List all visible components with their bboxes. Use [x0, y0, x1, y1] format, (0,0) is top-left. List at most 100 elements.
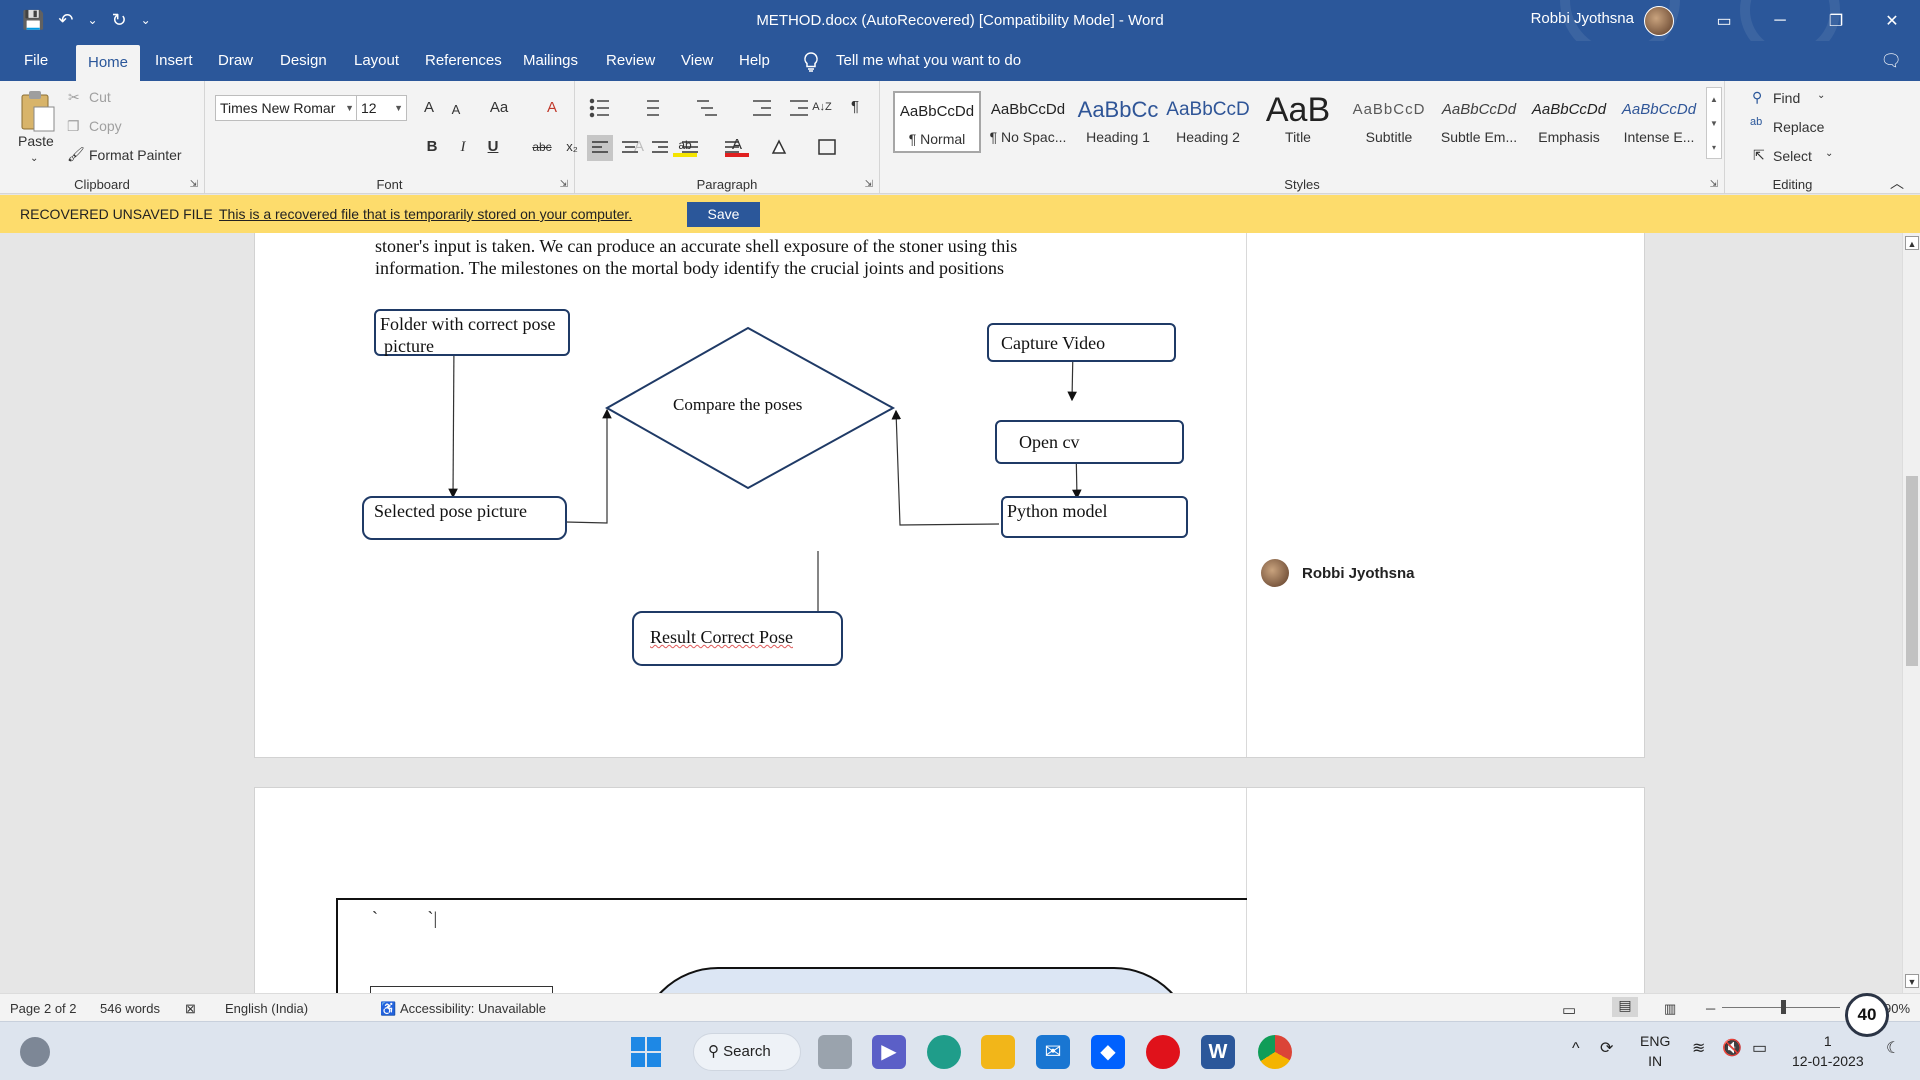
strikethrough-button[interactable]: abc: [532, 140, 552, 154]
print-layout-icon[interactable]: ▤: [1612, 997, 1638, 1017]
customize-qat-icon[interactable]: ⌄: [140, 13, 151, 27]
format-painter-icon[interactable]: 🖌: [67, 146, 85, 162]
tab-draw[interactable]: Draw: [218, 52, 254, 69]
tab-layout[interactable]: Layout: [354, 52, 400, 69]
save-icon[interactable]: 💾: [22, 10, 45, 30]
sort-button[interactable]: A↓Z: [812, 101, 832, 113]
account-avatar[interactable]: [1644, 6, 1674, 36]
recovery-message-link[interactable]: This is a recovered file that is tempora…: [219, 206, 633, 222]
rounded-shape[interactable]: [638, 967, 1194, 993]
windows-start-icon[interactable]: [631, 1037, 661, 1067]
weather-icon[interactable]: [20, 1037, 50, 1067]
close-button[interactable]: ✕: [1885, 12, 1899, 30]
clipboard-launcher-icon[interactable]: ⇲: [189, 179, 198, 190]
paragraph-line[interactable]: information. The milestones on the morta…: [375, 258, 1005, 278]
proofing-icon[interactable]: ⊠: [185, 1001, 196, 1016]
page-1[interactable]: stoner's input is taken. We can produce …: [254, 233, 1645, 758]
collapse-ribbon-icon[interactable]: ︿: [1890, 175, 1904, 191]
paste-button[interactable]: Paste: [18, 133, 54, 149]
italic-button[interactable]: I: [460, 139, 466, 155]
zoom-level[interactable]: 90%: [1884, 1001, 1911, 1016]
tab-view[interactable]: View: [681, 52, 714, 69]
taskbar-search[interactable]: ⚲ Search: [693, 1033, 801, 1071]
list-and-indent-icons[interactable]: [587, 97, 847, 121]
page-2[interactable]: ` `|: [254, 787, 1645, 993]
chrome-icon[interactable]: [1258, 1035, 1292, 1069]
tab-insert[interactable]: Insert: [155, 52, 193, 69]
flowchart-box-python-model[interactable]: Python model: [1001, 496, 1188, 538]
file-explorer-icon[interactable]: [981, 1035, 1015, 1069]
paragraph-launcher-icon[interactable]: ⇲: [864, 179, 873, 190]
tell-me-search[interactable]: Tell me what you want to do: [836, 52, 1022, 69]
styles-gallery-scroll[interactable]: ▲▼▾: [1706, 87, 1722, 159]
decision-text[interactable]: Compare the poses: [673, 395, 803, 414]
notification-badge[interactable]: 40: [1845, 993, 1889, 1037]
tab-review[interactable]: Review: [606, 52, 656, 69]
wifi-icon[interactable]: ≋: [1692, 1040, 1706, 1057]
scroll-up-icon[interactable]: ▲: [1905, 236, 1919, 250]
stray-marks[interactable]: ` `|: [372, 908, 438, 928]
paste-icon[interactable]: [18, 89, 56, 133]
account-name[interactable]: Robbi Jyothsna: [1530, 10, 1634, 27]
opera-icon[interactable]: [1146, 1035, 1180, 1069]
sync-icon[interactable]: ⟳: [1600, 1040, 1614, 1057]
text-frame[interactable]: ` `|: [336, 898, 1247, 993]
change-case-button[interactable]: Aa: [489, 99, 509, 116]
font-size-box[interactable]: 12 ▼: [356, 95, 407, 121]
style-heading-2[interactable]: AaBbCcD Heading 2: [1164, 91, 1252, 153]
show-marks-button[interactable]: ¶: [850, 98, 860, 115]
scroll-down-icon[interactable]: ▼: [1905, 974, 1919, 988]
scroll-thumb[interactable]: [1906, 476, 1918, 666]
flowchart-box-folder[interactable]: Folder with correct pose picture: [374, 309, 570, 356]
grow-font-button[interactable]: A: [423, 99, 434, 116]
document-area[interactable]: stoner's input is taken. We can produce …: [0, 233, 1902, 993]
replace-button[interactable]: Replace: [1773, 119, 1825, 135]
styles-launcher-icon[interactable]: ⇲: [1709, 179, 1718, 190]
recovery-save-button[interactable]: Save: [687, 202, 760, 227]
font-color-button[interactable]: A: [725, 133, 749, 157]
flowchart-box-result[interactable]: Result Correct Pose: [632, 611, 843, 666]
paragraph-line[interactable]: stoner's input is taken. We can produce …: [375, 236, 1018, 256]
undo-dropdown-icon[interactable]: ⌄: [87, 13, 98, 27]
page-count[interactable]: Page 2 of 2: [10, 1001, 77, 1016]
tab-references[interactable]: References: [425, 52, 502, 69]
style-subtitle[interactable]: AaBbCcD Subtitle: [1345, 91, 1433, 153]
style-title[interactable]: AaB Title: [1254, 91, 1342, 153]
shrink-font-button[interactable]: A: [451, 102, 461, 117]
font-name-box[interactable]: Times New Romar ▼: [215, 95, 358, 121]
vertical-scrollbar[interactable]: ▲ ▼: [1902, 233, 1920, 993]
replace-icon[interactable]: ab: [1750, 116, 1763, 128]
teams-chat-icon[interactable]: ▶: [872, 1035, 906, 1069]
tab-mailings[interactable]: Mailings: [523, 52, 579, 69]
quiet-hours-icon[interactable]: ☾: [1886, 1040, 1901, 1057]
cut-icon[interactable]: ✂: [68, 89, 80, 105]
redo-icon[interactable]: ↻: [111, 10, 127, 30]
flowchart-box-capture-video[interactable]: Capture Video: [987, 323, 1176, 362]
undo-icon[interactable]: ↶: [58, 10, 74, 30]
clock[interactable]: 1 12-01-2023: [1792, 1031, 1864, 1071]
task-view-icon[interactable]: [818, 1035, 852, 1069]
web-layout-icon[interactable]: ▥: [1664, 1001, 1677, 1016]
style-heading-1[interactable]: AaBbCc Heading 1: [1074, 91, 1162, 153]
accessibility-icon[interactable]: ♿: [380, 1001, 397, 1016]
read-mode-icon[interactable]: ▭: [1562, 1002, 1577, 1019]
language-indicator[interactable]: English (India): [225, 1001, 309, 1016]
flowchart-box-selected-pose[interactable]: Selected pose picture: [362, 496, 567, 540]
cut-button[interactable]: Cut: [89, 89, 111, 105]
mail-icon[interactable]: ✉: [1036, 1035, 1070, 1069]
comments-icon[interactable]: 🗨: [1880, 51, 1902, 70]
comment-author[interactable]: Robbi Jyothsna: [1302, 565, 1415, 582]
tab-help[interactable]: Help: [739, 52, 770, 69]
clear-formatting-button[interactable]: A: [546, 99, 557, 116]
format-painter-button[interactable]: Format Painter: [89, 147, 182, 163]
find-dropdown-icon[interactable]: ⌄: [1817, 90, 1826, 101]
frame-box[interactable]: [370, 986, 553, 993]
paste-dropdown-icon[interactable]: ⌄: [30, 153, 39, 164]
battery-icon[interactable]: ▭: [1752, 1040, 1768, 1057]
ribbon-display-icon[interactable]: ▭: [1716, 12, 1732, 30]
restore-button[interactable]: ❐: [1828, 12, 1844, 30]
tab-file[interactable]: File: [24, 52, 49, 69]
tab-home[interactable]: Home: [76, 45, 141, 81]
cursor-icon[interactable]: ⇱: [1753, 147, 1765, 163]
style-no-spacing[interactable]: AaBbCcDd ¶ No Spac...: [984, 91, 1072, 153]
